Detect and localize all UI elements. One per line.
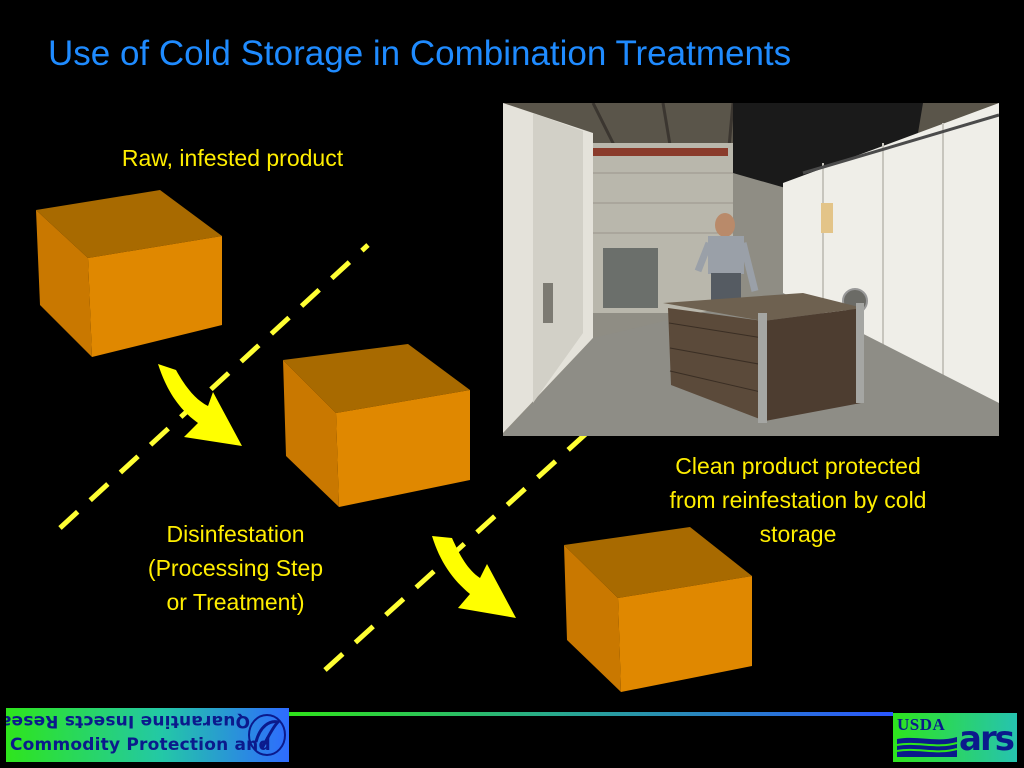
logo-line-2: Commodity Protection and xyxy=(10,735,271,755)
logo-line-1: Quarantine Insects Research xyxy=(6,711,250,731)
usda-label: USDA xyxy=(897,715,946,734)
dashed-line-lower xyxy=(323,390,634,672)
curved-arrow-icon-2 xyxy=(432,536,516,618)
caption-disinfestation-line-2: (Processing Step xyxy=(147,555,324,581)
caption-disinfestation-line-1: Disinfestation xyxy=(166,521,305,547)
cube-icon-clean xyxy=(564,527,752,692)
caption-clean-line-1: Clean product protected xyxy=(675,453,921,479)
usda-field-icon xyxy=(897,737,957,757)
insect-logo-icon xyxy=(248,714,286,756)
cube-icon-processing xyxy=(283,344,470,507)
caption-disinfestation: Disinfestation (Processing Step or Treat… xyxy=(108,517,363,619)
footer-divider xyxy=(289,712,893,716)
ars-mark: ars xyxy=(959,719,1015,759)
slide-title: Use of Cold Storage in Combination Treat… xyxy=(48,34,792,73)
caption-raw-product: Raw, infested product xyxy=(121,145,344,171)
caption-clean-line-2: from reinfestation by cold xyxy=(669,487,927,513)
curved-arrow-icon-1 xyxy=(158,364,242,446)
caption-clean-product: Clean product protected from reinfestati… xyxy=(628,449,968,551)
cold-storage-photo xyxy=(503,103,999,436)
caption-clean-line-3: storage xyxy=(759,521,837,547)
cube-icon-raw xyxy=(36,190,222,357)
caption-disinfestation-line-3: or Treatment) xyxy=(166,589,305,615)
dashed-line-upper xyxy=(58,243,370,530)
usda-ars-logo: USDA ars xyxy=(893,713,1017,762)
cpqir-logo: Quarantine Insects Research Commodity Pr… xyxy=(6,708,289,762)
